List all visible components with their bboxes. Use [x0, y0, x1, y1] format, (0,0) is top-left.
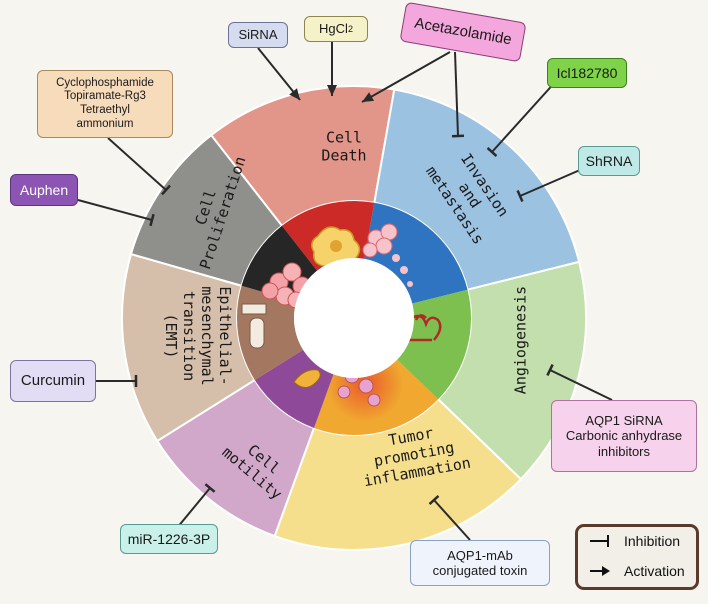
epithelial-cells-icon [241, 303, 267, 349]
inhibition-bar [428, 495, 440, 505]
segment-label-line: mesenchymal [198, 286, 216, 385]
aqp1-mab-line-1: AQP1-mAb [447, 547, 513, 563]
activation-arrowhead [289, 88, 300, 100]
inhibition-icon [590, 535, 609, 547]
inhibition-bar [149, 213, 155, 227]
inhibition-bar [161, 184, 171, 196]
connector-line [519, 169, 581, 197]
segment-label-line: Cell [326, 128, 362, 146]
legend-inhibition: Inhibition [588, 533, 680, 549]
aqp1-sirna-line-2: Carbonic anhydrase [565, 428, 683, 444]
segment-label-line: (EMT) [162, 313, 180, 358]
legend-inhibition-label: Inhibition [624, 533, 681, 549]
activation-arrowhead [327, 85, 337, 96]
inhibition-bar [204, 483, 216, 493]
connector-line [257, 47, 301, 101]
connector-line [107, 137, 167, 191]
inhibition-bar [486, 147, 498, 157]
legend-activation-label: Activation [624, 563, 685, 579]
aqp1-mab-box: AQP1-mAb conjugated toxin [410, 540, 550, 586]
aqp1-sirna-line-3: inhibitors [597, 443, 651, 459]
curcumin-box: Curcumin [10, 360, 96, 402]
segment-label-emt: Epithelial-mesenchymaltransition(EMT) [162, 286, 234, 385]
aqp1-sirna-box: AQP1 SiRNA Carbonic anhydrase inhibitors [551, 400, 697, 472]
segment-label-line: transition [180, 291, 198, 381]
connector-line [549, 369, 613, 401]
cyclo-line-2: Topiramate-Rg3 [64, 90, 146, 103]
cyclo-line-1: Cyclophosphamide [56, 76, 154, 89]
connector-line [77, 199, 153, 221]
activation-arrow-icon [590, 566, 610, 576]
sirna-box: SiRNA [228, 22, 288, 48]
icl182780-box: Icl182780 [547, 58, 627, 88]
connector-line [454, 51, 459, 137]
aqp1-mab-line-2: conjugated toxin [432, 563, 528, 578]
hgcl2-subscript: 2 [347, 23, 353, 34]
hgcl2-label: HgCl [319, 21, 348, 37]
legend-activation: Activation [588, 563, 685, 579]
segment-label-line: Angiogenesis [511, 286, 529, 394]
metastasis-icon [362, 223, 413, 287]
shrna-box: ShRNA [578, 146, 640, 176]
center-hole [294, 258, 414, 378]
inhibition-bar [546, 364, 554, 376]
legend: Inhibition Activation [575, 524, 699, 590]
connector-line [433, 499, 471, 541]
segment-label-line: Death [321, 146, 366, 164]
cyclo-line-4: ammonium [76, 117, 134, 130]
aqp1-sirna-line-1: AQP1 SiRNA [585, 413, 663, 428]
connector-line [361, 51, 451, 103]
connector-line [491, 79, 558, 153]
segment-label-line: Epithelial- [216, 286, 234, 385]
auphen-box: Auphen [10, 174, 78, 206]
mir-1226-3p-box: miR-1226-3P [120, 524, 218, 554]
cyclo-line-3: Tetraethyl [80, 104, 130, 116]
activation-arrowhead [362, 92, 375, 102]
inhibition-bar [516, 189, 524, 203]
cyclophosphamide-box: Cyclophosphamide Topiramate-Rg3 Tetraeth… [37, 70, 173, 138]
migrating-cell-icon [293, 369, 321, 388]
segment-label-angiogenesis: Angiogenesis [511, 286, 529, 394]
